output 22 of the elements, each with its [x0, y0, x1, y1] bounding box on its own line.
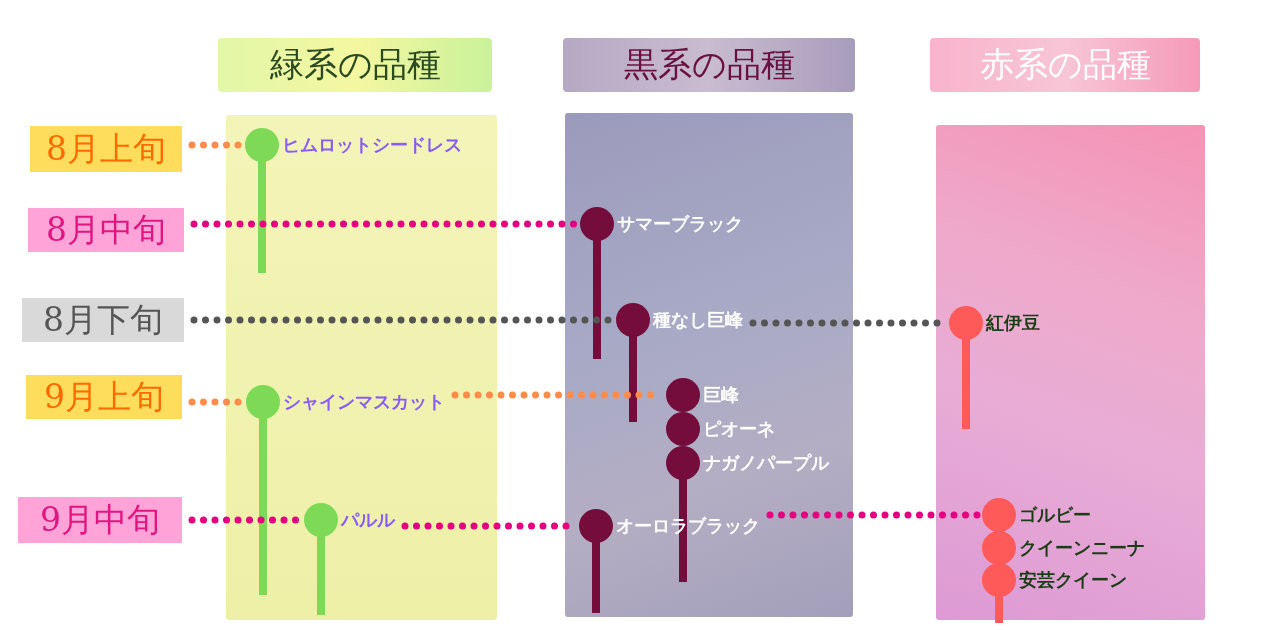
column-heading: 赤系の品種 — [930, 38, 1200, 92]
variety-label: 安芸クイーン — [1019, 568, 1127, 592]
variety-label: ナガノパープル — [703, 451, 829, 475]
variety-label: シャインマスカット — [283, 390, 445, 414]
time-label: 8月上旬 — [30, 126, 182, 172]
variety-label: ヒムロットシードレス — [282, 133, 462, 157]
variety-label: 種なし巨峰 — [653, 308, 743, 332]
variety-label: クイーンニーナ — [1019, 536, 1145, 560]
time-label: 9月中旬 — [18, 497, 182, 543]
variety-label: 巨峰 — [703, 383, 739, 407]
variety-label: ゴルビー — [1019, 503, 1091, 527]
variety-label: パルル — [341, 508, 395, 532]
dotted-connector — [190, 220, 580, 228]
time-label: 8月中旬 — [28, 208, 184, 252]
time-label: 8月下旬 — [22, 298, 184, 342]
time-label: 9月上旬 — [26, 375, 182, 419]
dotted-connector — [766, 511, 982, 519]
variety-label: ピオーネ — [703, 417, 775, 441]
column-heading: 緑系の品種 — [218, 38, 492, 92]
variety-label: サマーブラック — [617, 212, 743, 236]
variety-label: 紅伊豆 — [986, 311, 1040, 335]
column-heading: 黒系の品種 — [563, 38, 855, 92]
